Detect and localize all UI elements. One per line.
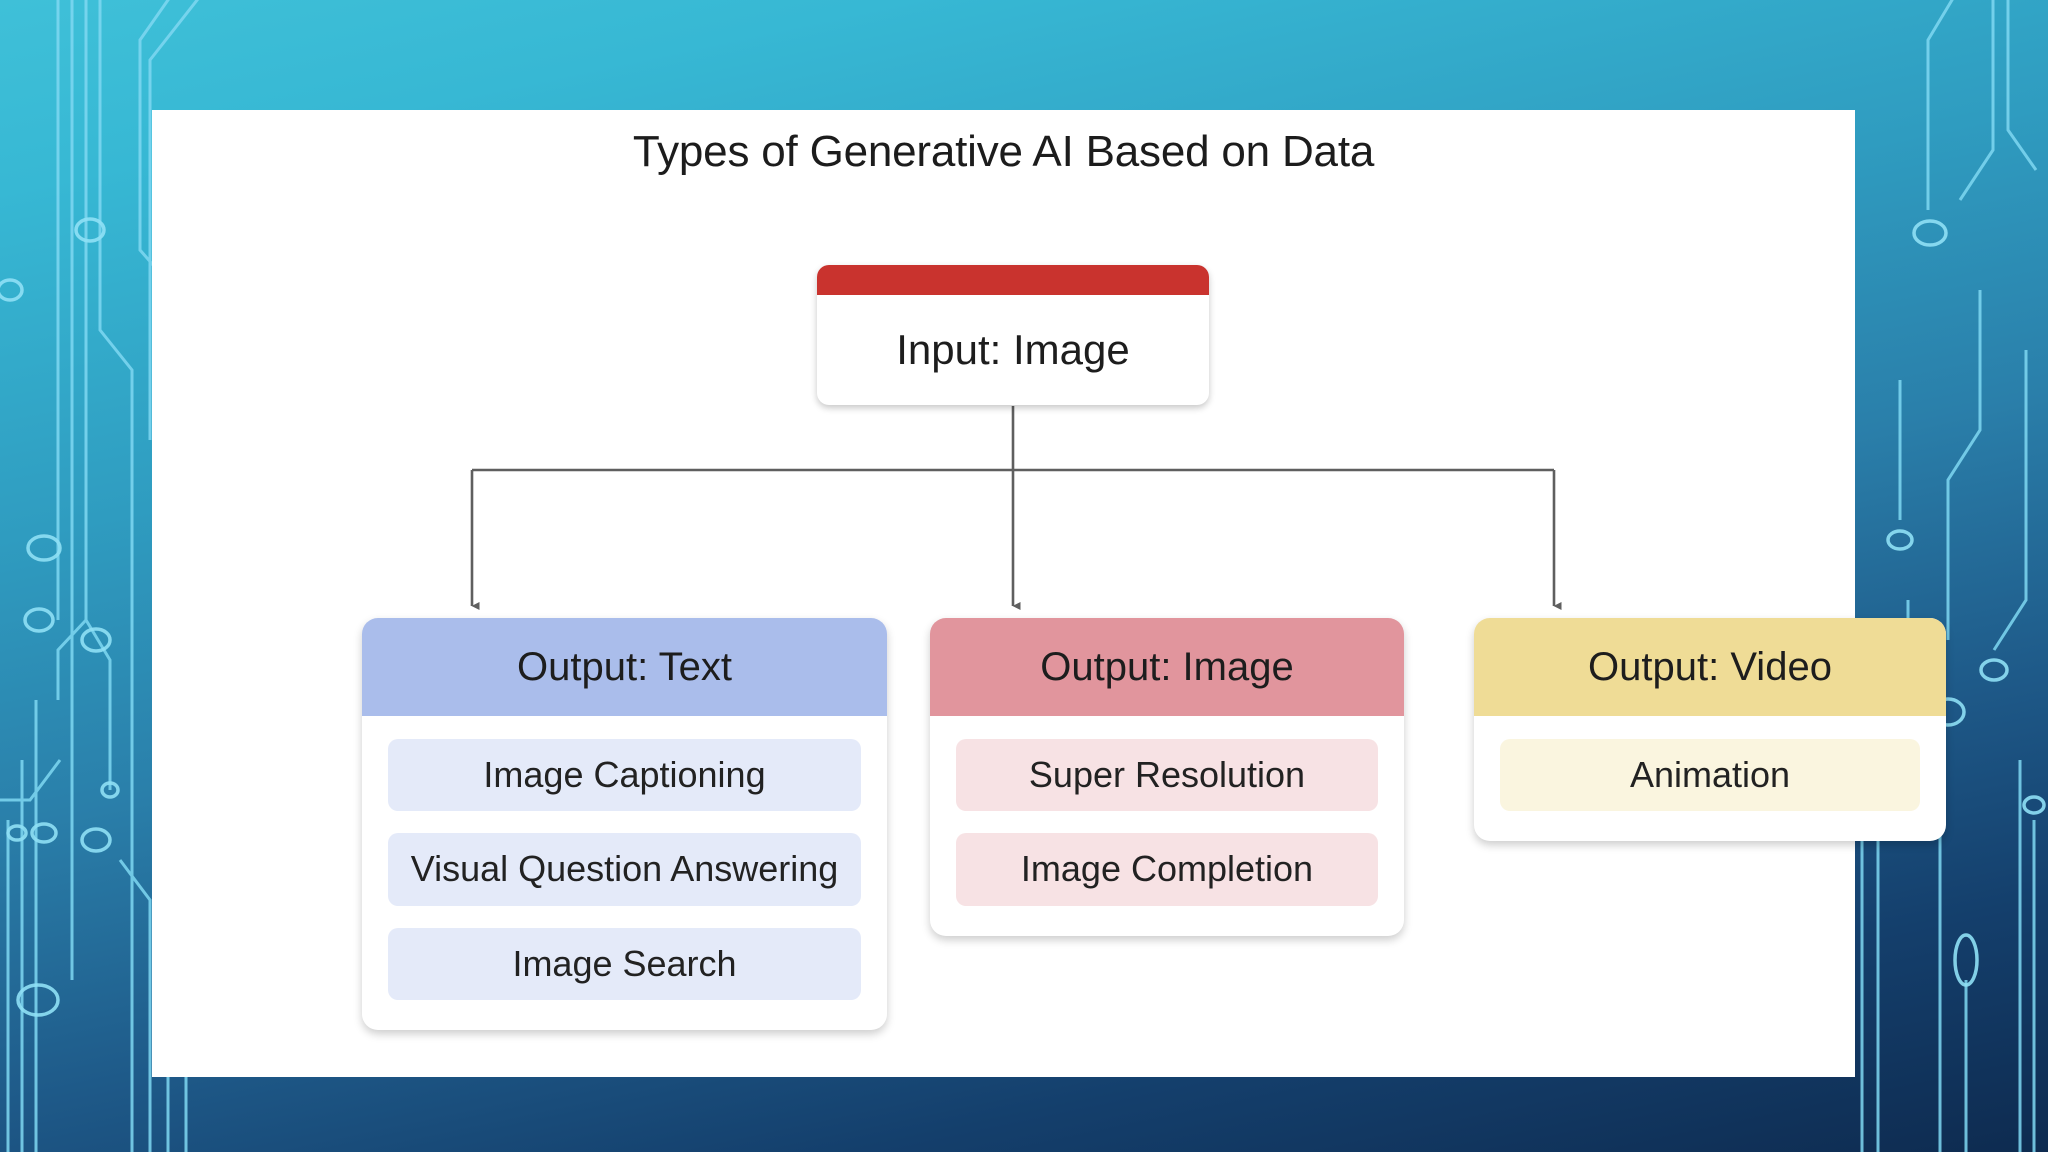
list-item[interactable]: Animation [1500, 739, 1920, 812]
input-node-color-strip [817, 265, 1209, 295]
output-card-text[interactable]: Output: Text Image Captioning Visual Que… [362, 618, 887, 1030]
list-item[interactable]: Image Completion [956, 833, 1378, 906]
slide-content-panel: Types of Generative AI Based on Data [152, 110, 1946, 1077]
list-item[interactable]: Super Resolution [956, 739, 1378, 812]
output-card-image-header: Output: Image [930, 618, 1404, 716]
output-card-video-items: Animation [1474, 716, 1946, 841]
output-card-text-items: Image Captioning Visual Question Answeri… [362, 716, 887, 1030]
input-node-label: Input: Image [896, 326, 1130, 373]
output-card-text-header: Output: Text [362, 618, 887, 716]
output-card-image-items: Super Resolution Image Completion [930, 716, 1404, 936]
input-node[interactable]: Input: Image [817, 265, 1209, 405]
list-item[interactable]: Image Captioning [388, 739, 861, 812]
list-item[interactable]: Image Search [388, 927, 861, 1000]
output-card-image[interactable]: Output: Image Super Resolution Image Com… [930, 618, 1404, 936]
list-item[interactable]: Visual Question Answering [388, 833, 861, 906]
output-card-video[interactable]: Output: Video Animation [1474, 618, 1946, 842]
circuit-decoration-right [1860, 0, 2046, 1152]
page-title: Types of Generative AI Based on Data [632, 127, 1375, 176]
output-card-video-header: Output: Video [1474, 618, 1946, 716]
